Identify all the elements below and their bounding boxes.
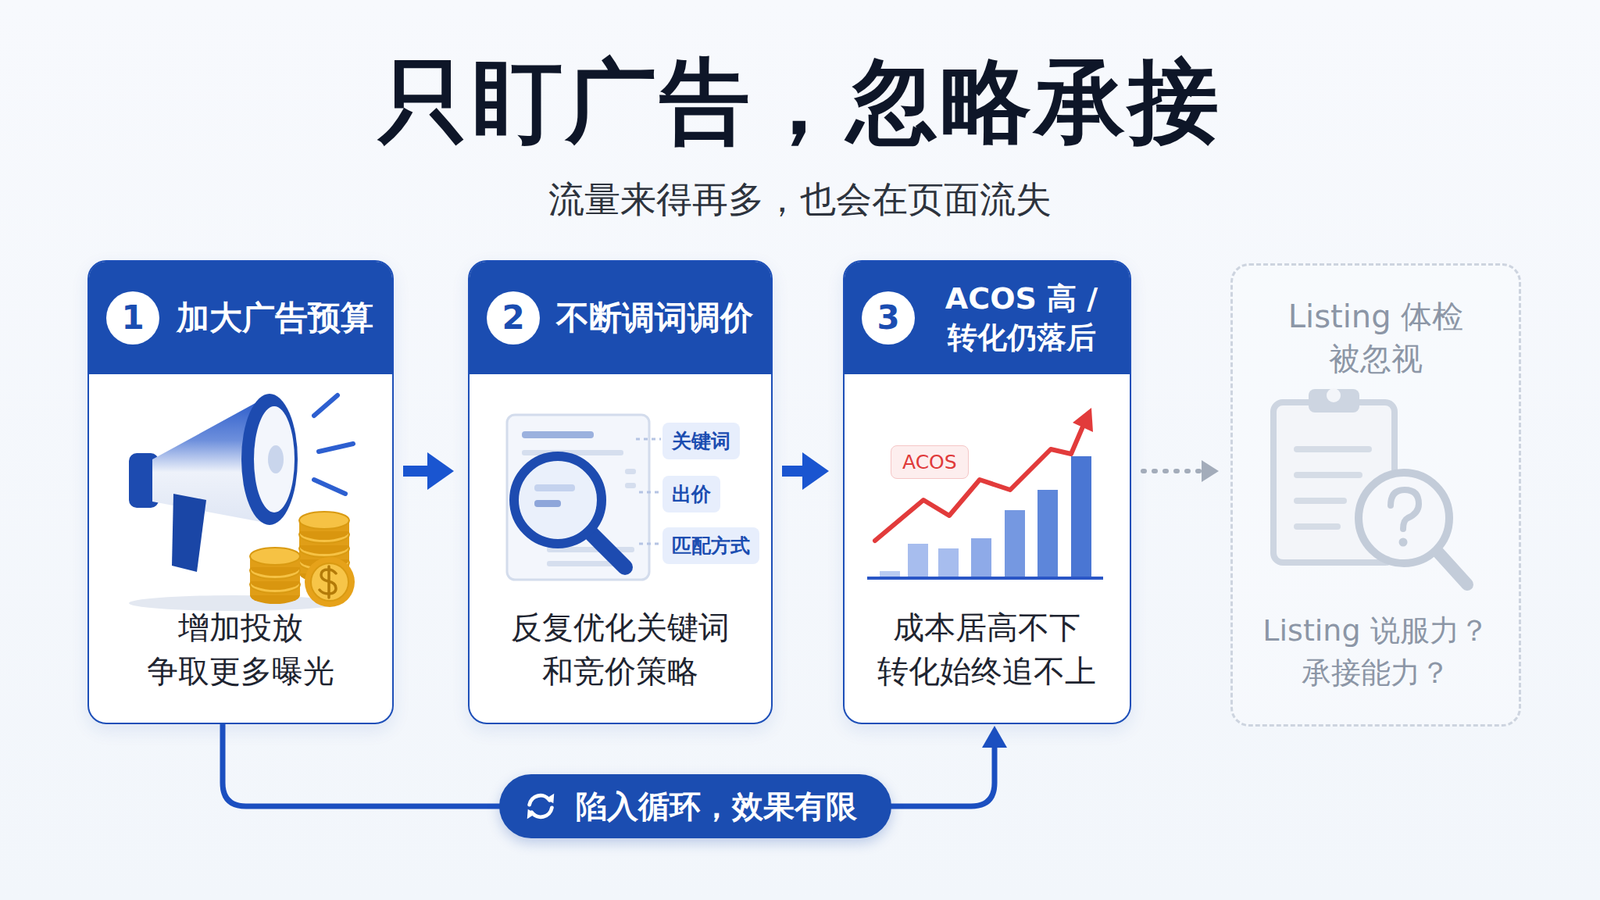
flow-arrow bbox=[1142, 468, 1205, 474]
subtitle-label: 流量来得再多，也会在页面流失 bbox=[0, 175, 1600, 223]
process-card: ACOS 高 / 转化仍落后成本居高不下 转化始终追不上 3ACOS bbox=[842, 260, 1132, 725]
metric-tag: ACOS bbox=[890, 445, 969, 479]
diagram-title: 只盯广告，忽略承接 bbox=[0, 42, 1600, 161]
card-body-text: 增加投放 争取更多曝光 bbox=[123, 605, 358, 693]
card-heading: 不断调词调价 bbox=[549, 298, 761, 338]
card-body-text: 成本居高不下 转化始终追不上 bbox=[861, 605, 1112, 693]
keyword-tag: 匹配方式 bbox=[662, 527, 760, 565]
metric-tag-text: ACOS bbox=[902, 452, 958, 472]
step-number: 3 bbox=[876, 301, 900, 335]
ghost-body-text: Listing 说服力？ 承接能力？ bbox=[1242, 609, 1509, 694]
ignored-check-box: Listing 体检 被忽视 Listing 说服力？ 承接能力？ bbox=[1230, 263, 1522, 727]
keyword-tag: 关键词 bbox=[662, 422, 740, 460]
step-number-circle: 1 bbox=[106, 291, 160, 345]
cycle-icon-head bbox=[546, 793, 555, 804]
step-number-circle: 2 bbox=[486, 291, 540, 345]
step-number: 2 bbox=[501, 301, 525, 335]
process-card: 不断调词调价反复优化关键词 和竞价策略 2 关键词出价匹配方式 bbox=[467, 260, 773, 725]
card-body-text: 反复优化关键词 和竞价策略 bbox=[491, 605, 750, 693]
step-number: 1 bbox=[121, 301, 144, 335]
card-heading: 加大广告预算 bbox=[169, 298, 381, 338]
cycle-icon bbox=[522, 788, 559, 825]
card-heading: ACOS 高 / 转化仍落后 bbox=[937, 278, 1106, 358]
process-card: 加大广告预算增加投放 争取更多曝光 1 bbox=[87, 260, 394, 725]
flow-arrow bbox=[403, 465, 439, 477]
cycle-icon-arc bbox=[532, 807, 553, 818]
cycle-icon-head bbox=[527, 809, 536, 819]
loop-label-pill: 陷入循环，效果有限 bbox=[499, 774, 892, 839]
ghost-heading: Listing 体检 被忽视 bbox=[1258, 295, 1493, 380]
flow-arrow bbox=[782, 465, 814, 477]
cycle-icon-arc bbox=[529, 795, 550, 805]
step-number-circle: 3 bbox=[861, 291, 915, 345]
keyword-tag-text: 匹配方式 bbox=[671, 535, 750, 556]
keyword-tag-text: 出价 bbox=[671, 484, 711, 504]
keyword-tag-text: 关键词 bbox=[671, 431, 731, 451]
edge-label: 陷入循环，效果有限 bbox=[575, 790, 858, 822]
keyword-tag: 出价 bbox=[662, 475, 721, 513]
